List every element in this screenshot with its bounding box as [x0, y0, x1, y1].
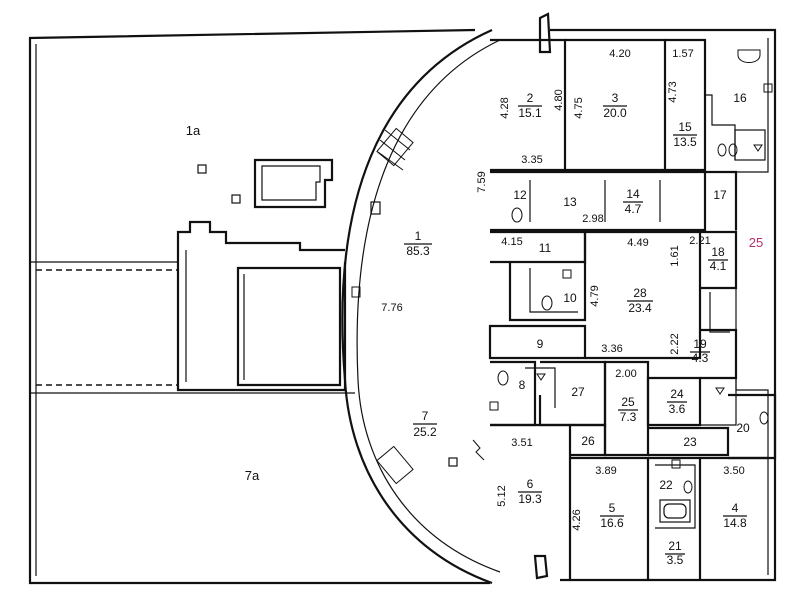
room-20-number: 20 — [736, 421, 750, 435]
room-4-area: 14.8 — [723, 516, 747, 530]
dimension-2-22: 2.22 — [669, 333, 681, 354]
room-25-number: 25 — [621, 395, 635, 409]
room-1-area: 85.3 — [406, 244, 430, 258]
dimension-labels: 4.20 1.57 4.28 4.80 4.75 4.73 3.35 7.59 … — [381, 48, 744, 531]
dimension-1-61: 1.61 — [669, 245, 681, 266]
dimension-4-49: 4.49 — [627, 237, 648, 249]
room-6-area: 19.3 — [518, 492, 542, 506]
room-18-area: 4.1 — [710, 259, 727, 273]
dimension-1-57: 1.57 — [672, 48, 693, 60]
room-6-number: 6 — [527, 477, 534, 491]
room-1-number: 1 — [415, 229, 422, 243]
room-5-area: 16.6 — [600, 516, 624, 530]
room-labels: 1а 7а 1 85.3 2 15.1 3 20.0 4 14.8 5 16.6… — [186, 91, 750, 567]
room-1a-number: 1а — [186, 123, 201, 138]
room-22-number: 22 — [659, 478, 673, 492]
dimension-3-51: 3.51 — [511, 437, 532, 449]
room-28-number: 28 — [633, 286, 647, 300]
room-3-number: 3 — [612, 91, 619, 105]
room-16-number: 16 — [733, 91, 747, 105]
room-7-area: 25.2 — [413, 425, 437, 439]
room-24-area: 3.6 — [669, 402, 686, 416]
room-12-number: 12 — [513, 188, 527, 202]
dimension-4-15: 4.15 — [501, 236, 522, 248]
curved-facade — [341, 12, 552, 585]
room-2-area: 15.1 — [518, 106, 542, 120]
dimension-3-36: 3.36 — [601, 343, 622, 355]
room-10-number: 10 — [563, 291, 577, 305]
external-marker-label: 25 — [749, 235, 763, 250]
dimension-3-35: 3.35 — [521, 154, 542, 166]
dimension-4-28: 4.28 — [499, 97, 511, 118]
dimension-2-98: 2.98 — [582, 213, 603, 225]
dimension-7-76: 7.76 — [381, 302, 402, 314]
dimension-4-20: 4.20 — [609, 48, 630, 60]
dimension-4-73: 4.73 — [667, 81, 679, 102]
room-19-number: 19 — [693, 337, 707, 351]
terrace-outline — [28, 28, 490, 585]
room-17-number: 17 — [713, 188, 727, 202]
dimension-4-80: 4.80 — [553, 89, 565, 110]
room-7a-number: 7а — [245, 468, 260, 483]
room-14-area-value: 4.7 — [625, 202, 642, 216]
room-21-number: 21 — [668, 539, 682, 553]
dimension-2-00: 2.00 — [615, 368, 636, 380]
dimension-4-79: 4.79 — [589, 285, 601, 306]
fixtures — [351, 49, 773, 494]
room-27-number: 27 — [571, 385, 585, 399]
room-15-area: 13.5 — [673, 135, 697, 149]
room-4-number: 4 — [732, 501, 739, 515]
room-21-area: 3.5 — [667, 553, 684, 567]
room-18-number: 18 — [711, 245, 725, 259]
room-11-number: 11 — [539, 241, 552, 255]
room-9-number: 9 — [537, 337, 544, 351]
room-2-number: 2 — [527, 91, 534, 105]
room-25-area: 7.3 — [620, 410, 637, 424]
room-14-number: 14 — [626, 187, 640, 201]
room-5-number: 5 — [609, 501, 616, 515]
room-28-area: 23.4 — [628, 301, 652, 315]
room-7-number: 7 — [422, 409, 429, 423]
dimension-4-75: 4.75 — [573, 97, 585, 118]
dimension-7-59: 7.59 — [476, 171, 488, 192]
dimension-4-26: 4.26 — [571, 509, 583, 530]
dimension-2-21: 2.21 — [689, 235, 710, 247]
dimension-5-12: 5.12 — [496, 485, 508, 506]
room-26-number: 26 — [581, 434, 595, 448]
room-3-area: 20.0 — [603, 106, 627, 120]
room-19-area: 4.3 — [692, 351, 709, 365]
room-15-number: 15 — [678, 120, 692, 134]
room-8-number: 8 — [519, 378, 526, 392]
room-23-number: 23 — [683, 435, 697, 449]
dimension-3-50: 3.50 — [723, 465, 744, 477]
room-13-number: 13 — [563, 195, 577, 209]
dimension-3-89: 3.89 — [595, 465, 616, 477]
room-24-number: 24 — [670, 387, 684, 401]
